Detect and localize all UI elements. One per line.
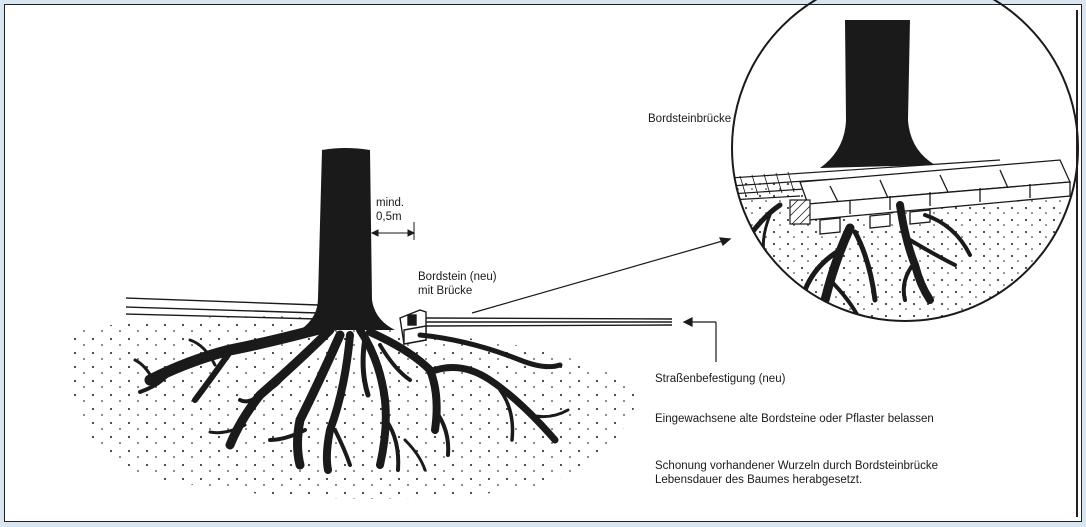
sidewalk-left [126, 298, 318, 319]
curb-label-line2: mit Brücke [418, 284, 497, 298]
protection-note-line1: Schonung vorhandener Wurzeln durch Bords… [655, 459, 938, 473]
detail-pointer-arrow [472, 238, 730, 313]
distance-label-line2: 0,5m [376, 210, 404, 224]
detail-title: Bordsteinbrücke [648, 112, 731, 126]
curb-bridge [400, 310, 426, 344]
curb-label: Bordstein (neu) mit Brücke [418, 270, 497, 298]
curb-label-line1: Bordstein (neu) [418, 270, 497, 284]
road-surface-arrow [684, 318, 716, 362]
protection-note: Schonung vorhandener Wurzeln durch Bords… [655, 459, 938, 487]
distance-label-line1: mind. [376, 196, 404, 210]
tree-trunk [300, 148, 395, 330]
old-curbs-note: Eingewachsene alte Bordsteine oder Pflas… [655, 412, 934, 426]
protection-note-line2: Lebensdauer des Baumes herabgesetzt. [655, 473, 938, 487]
detail-circle [720, 20, 1086, 340]
distance-label: mind. 0,5m [376, 196, 404, 224]
road-surface [425, 318, 672, 326]
road-surface-label: Straßenbefestigung (neu) [655, 372, 785, 386]
soil-area [69, 316, 640, 499]
distance-dimension [372, 222, 414, 240]
